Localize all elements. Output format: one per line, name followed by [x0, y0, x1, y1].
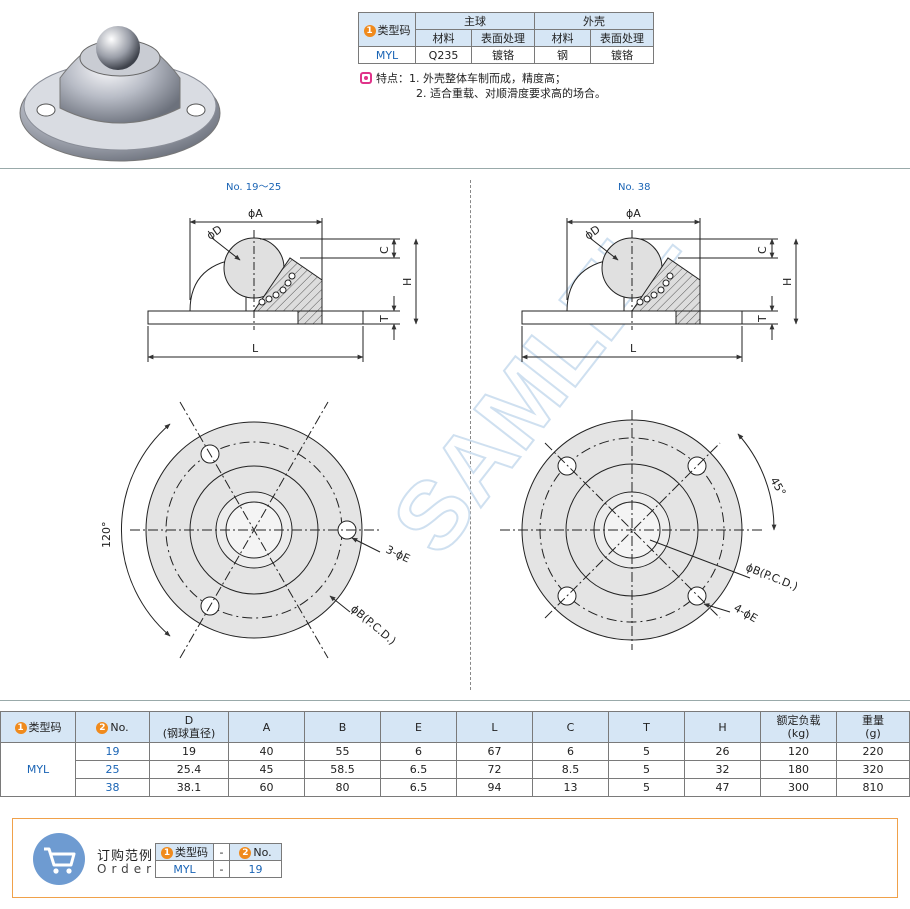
feature-2: 2. 适合重载、对顺滑度要求高的场合。	[416, 87, 606, 100]
section-divider-top	[0, 168, 910, 169]
features-label: 特点：	[376, 72, 409, 85]
housing-material: 钢	[534, 46, 591, 64]
order-code: MYL	[155, 860, 214, 878]
technical-drawing: SAMLEL No. 19～25 ϕA ϕD C H T L No. 3	[100, 182, 800, 659]
th-weight: 重量(g)	[836, 711, 910, 743]
left-dim-l: L	[252, 342, 259, 355]
left-dim-t: T	[378, 315, 391, 323]
left-title: No. 19～25	[226, 182, 281, 193]
drawing-divider	[470, 180, 471, 690]
right-title: No. 38	[618, 182, 651, 193]
right-angle: 45°	[767, 475, 788, 498]
cart-icon	[33, 833, 85, 885]
right-holes: 4-ϕE	[732, 601, 760, 625]
order-dash-2: -	[213, 860, 230, 878]
product-photo	[19, 26, 221, 162]
right-dim-a: ϕA	[626, 207, 641, 220]
ball-material: Q235	[415, 46, 472, 64]
th-h: H	[684, 711, 761, 743]
feature-1: 1. 外壳整体车制而成，精度高；	[409, 72, 566, 85]
right-dim-c: C	[756, 246, 769, 254]
top-view-right	[500, 410, 777, 650]
left-dim-d: ϕD	[204, 223, 224, 243]
features: 特点：1. 外壳整体车制而成，精度高； 2. 适合重载、对顺滑度要求高的场合。	[360, 71, 606, 101]
table-row: MYL 19 19 40 55 6 67 6 5 26 120 220	[0, 742, 910, 797]
ball-surface: 镀铬	[471, 46, 535, 64]
th-load: 额定负载(kg)	[760, 711, 837, 743]
badge-1: 1	[14, 721, 27, 734]
left-angle: 120°	[100, 522, 113, 549]
th-e: E	[380, 711, 457, 743]
badge-2: 2	[239, 846, 252, 859]
right-dim-l: L	[630, 342, 637, 355]
side-view-left: No. 19～25	[147, 182, 419, 362]
left-holes: 3-ϕE	[384, 543, 412, 565]
top-view-left	[121, 401, 381, 659]
th-c: C	[532, 711, 609, 743]
left-pcd: ϕB(P.C.D.)	[348, 602, 398, 647]
housing-material-header: 材料	[534, 29, 591, 47]
order-title: 订购范例	[97, 849, 154, 864]
left-dim-c: C	[378, 246, 391, 254]
housing-surface-header: 表面处理	[590, 29, 654, 47]
section-divider-bottom	[0, 700, 910, 701]
right-dim-t: T	[756, 315, 769, 323]
right-dim-h: H	[781, 278, 794, 286]
feature-icon	[360, 72, 372, 84]
left-dim-h: H	[401, 278, 414, 286]
order-value: 19	[229, 860, 282, 878]
housing-header: 外壳	[534, 12, 654, 30]
right-pcd: ϕB(P.C.D.)	[744, 561, 800, 594]
side-view-right: No. 38	[521, 182, 799, 362]
order-subtitle: Order	[97, 862, 157, 876]
th-d: D(钢球直径)	[149, 711, 229, 743]
badge-2: 2	[96, 721, 109, 734]
ball-surface-header: 表面处理	[471, 29, 535, 47]
ball-material-header: 材料	[415, 29, 472, 47]
th-a: A	[228, 711, 305, 743]
th-t: T	[608, 711, 685, 743]
badge-1: 1	[161, 847, 173, 859]
spec-code: MYL	[358, 46, 416, 64]
th-l: L	[456, 711, 533, 743]
main-ball-header: 主球	[415, 12, 535, 30]
table-code: MYL	[0, 742, 76, 797]
badge-1: 1	[363, 24, 376, 37]
th-b: B	[304, 711, 381, 743]
table-row: 38 38.1 60 80 6.5 94 13 5 47 300 810	[1, 778, 910, 797]
housing-surface: 镀铬	[590, 46, 654, 64]
order-dash: -	[213, 843, 230, 861]
left-dim-a: ϕA	[248, 207, 263, 220]
table-row: 25 25.4 45 58.5 6.5 72 8.5 5 32 180 320	[1, 760, 910, 779]
